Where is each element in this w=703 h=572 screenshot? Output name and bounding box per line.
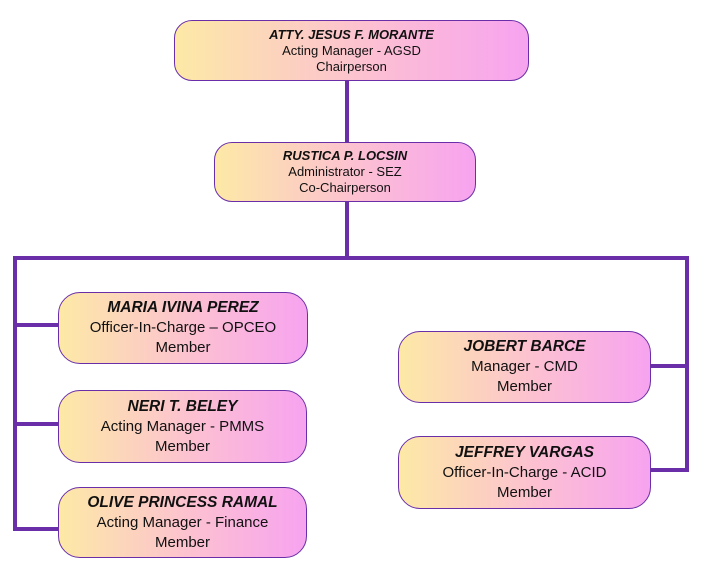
member-position: Member — [154, 533, 210, 551]
connector-left-branch-3 — [13, 527, 58, 531]
member-name: NERI T. BELEY — [127, 397, 238, 415]
member-box-left-3: OLIVE PRINCESS RAMAL Acting Manager - Fi… — [58, 487, 307, 558]
connector-left-vertical — [13, 256, 17, 531]
chairperson-box: ATTY. JESUS F. MORANTE Acting Manager - … — [174, 20, 529, 81]
member-position: Member — [154, 437, 210, 455]
member-role: Acting Manager - AGSD — [282, 42, 421, 58]
member-role: Manager - CMD — [471, 358, 578, 375]
member-position: Member — [155, 339, 211, 356]
member-name: JEFFREY VARGAS — [455, 443, 594, 461]
member-name: MARIA IVINA PEREZ — [107, 299, 259, 316]
member-name: OLIVE PRINCESS RAMAL — [87, 493, 278, 511]
member-name: RUSTICA P. LOCSIN — [282, 148, 408, 163]
member-role: Officer-In-Charge - ACID — [442, 463, 607, 481]
member-role: Officer-In-Charge – OPCEO — [89, 319, 277, 336]
member-box-right-1: JOBERT BARCE Manager - CMD Member — [398, 331, 651, 403]
member-position: Chairperson — [316, 58, 387, 74]
member-box-right-2: JEFFREY VARGAS Officer-In-Charge - ACID … — [398, 436, 651, 509]
connector-cochair-to-bus — [345, 202, 349, 259]
co-chairperson-box: RUSTICA P. LOCSIN Administrator - SEZ Co… — [214, 142, 476, 202]
connector-right-branch-1 — [651, 364, 689, 368]
member-box-left-2: NERI T. BELEY Acting Manager - PMMS Memb… — [58, 390, 307, 463]
member-name: JOBERT BARCE — [463, 338, 586, 355]
member-position: Member — [496, 378, 552, 395]
member-name: ATTY. JESUS F. MORANTE — [269, 26, 434, 42]
connector-horizontal-bus — [13, 256, 689, 260]
member-box-left-1: MARIA IVINA PEREZ Officer-In-Charge – OP… — [58, 292, 308, 364]
member-role: Administrator - SEZ — [288, 164, 402, 179]
connector-left-branch-1 — [13, 323, 58, 327]
member-position: Member — [496, 483, 552, 501]
connector-chair-to-cochair — [345, 80, 349, 142]
member-position: Co-Chairperson — [299, 180, 391, 195]
connector-right-branch-2 — [651, 468, 689, 472]
member-role: Acting Manager - Finance — [96, 513, 269, 531]
connector-left-branch-2 — [13, 422, 58, 426]
member-role: Acting Manager - PMMS — [100, 417, 265, 435]
